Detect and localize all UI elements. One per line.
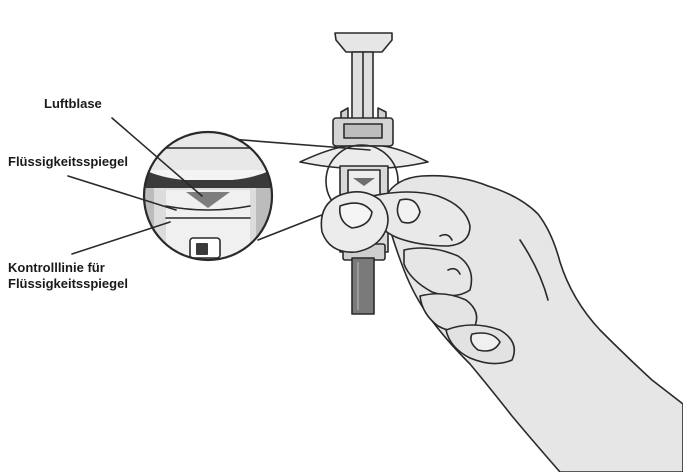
liquid-level-line (165, 205, 251, 211)
magnified-view (142, 130, 274, 262)
hand (320, 174, 683, 472)
label-liquid-level: Flüssigkeitsspiegel (8, 154, 128, 169)
label-control-line-2: Flüssigkeitsspiegel (8, 276, 128, 291)
label-air-bubble: Luftblase (44, 96, 102, 111)
needle-shield (351, 257, 375, 315)
label-control-line-1: Kontrolllinie für (8, 260, 105, 275)
air-bubble (186, 192, 230, 208)
leader-lines (67, 117, 203, 255)
barrel-bubble (353, 178, 375, 186)
plunger-thumb-rest (334, 32, 393, 53)
magnifier-ring (142, 130, 274, 262)
